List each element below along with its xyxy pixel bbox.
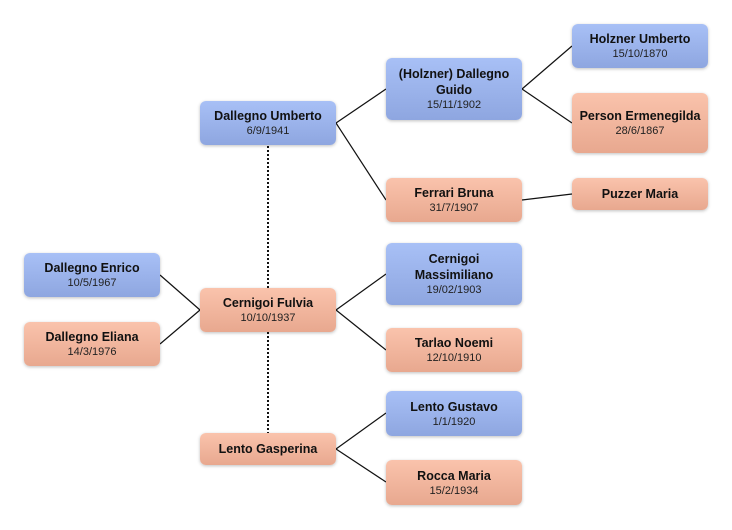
person-name: Dallegno Eliana [45,330,139,344]
person-date: 19/02/1903 [426,284,482,296]
person-name: (Holzner) Dallegno Guido [398,67,510,97]
person-name: Rocca Maria [417,468,491,483]
link [335,412,387,450]
link [335,273,387,311]
person-date: 15/10/1870 [612,48,668,60]
person-node-person-ermenegilda[interactable]: Person Ermenegilda 28/6/1867 [572,93,708,153]
person-date: 12/10/1910 [426,352,482,364]
person-node-ferrari-bruna[interactable]: Ferrari Bruna 31/7/1907 [386,178,522,222]
person-name: Ferrari Bruna [414,186,494,200]
person-node-holzner-umberto[interactable]: Holzner Umberto 15/10/1870 [572,24,708,68]
person-name: Lento Gustavo [410,399,498,414]
person-date: 28/6/1867 [615,125,665,137]
person-date: 6/9/1941 [246,125,290,137]
person-date: 1/1/1920 [432,415,476,428]
person-date: 31/7/1907 [429,202,479,214]
link [521,88,573,124]
person-node-dallegno-enrico[interactable]: Dallegno Enrico 10/5/1967 [24,253,160,297]
link [335,122,387,201]
person-node-tarlao-noemi[interactable]: Tarlao Noemi 12/10/1910 [386,328,522,372]
person-date: 10/5/1967 [67,277,117,289]
person-date: 14/3/1976 [67,346,117,358]
link [521,45,573,90]
link [521,193,573,201]
person-date: 15/11/1902 [426,99,482,111]
person-name: Dallegno Umberto [214,109,322,123]
person-node-lento-gasperina[interactable]: Lento Gasperina [200,433,336,465]
person-date: 10/10/1937 [240,312,296,324]
person-date: 15/2/1934 [429,484,479,497]
link [335,309,387,351]
person-node-cernigoi-fulvia[interactable]: Cernigoi Fulvia 10/10/1937 [200,288,336,332]
person-name: Dallegno Enrico [44,261,140,275]
person-name: Holzner Umberto [589,32,691,46]
link [159,274,201,311]
person-name: Cernigoi Massimiliano [414,252,494,282]
person-name: Tarlao Noemi [414,336,494,350]
person-name: Puzzer Maria [601,187,679,201]
person-name: Lento Gasperina [218,442,318,456]
person-node-cernigoi-massimiliano[interactable]: Cernigoi Massimiliano 19/02/1903 [386,243,522,305]
link [335,88,387,124]
person-node-dallegno-umberto[interactable]: Dallegno Umberto 6/9/1941 [200,101,336,145]
person-node-puzzer-maria[interactable]: Puzzer Maria [572,178,708,210]
link [159,309,201,345]
person-name: Person Ermenegilda [579,109,701,123]
person-name: Cernigoi Fulvia [222,296,314,310]
person-node-dallegno-eliana[interactable]: Dallegno Eliana 14/3/1976 [24,322,160,366]
link [335,448,387,483]
person-node-dallegno-guido[interactable]: (Holzner) Dallegno Guido 15/11/1902 [386,58,522,120]
